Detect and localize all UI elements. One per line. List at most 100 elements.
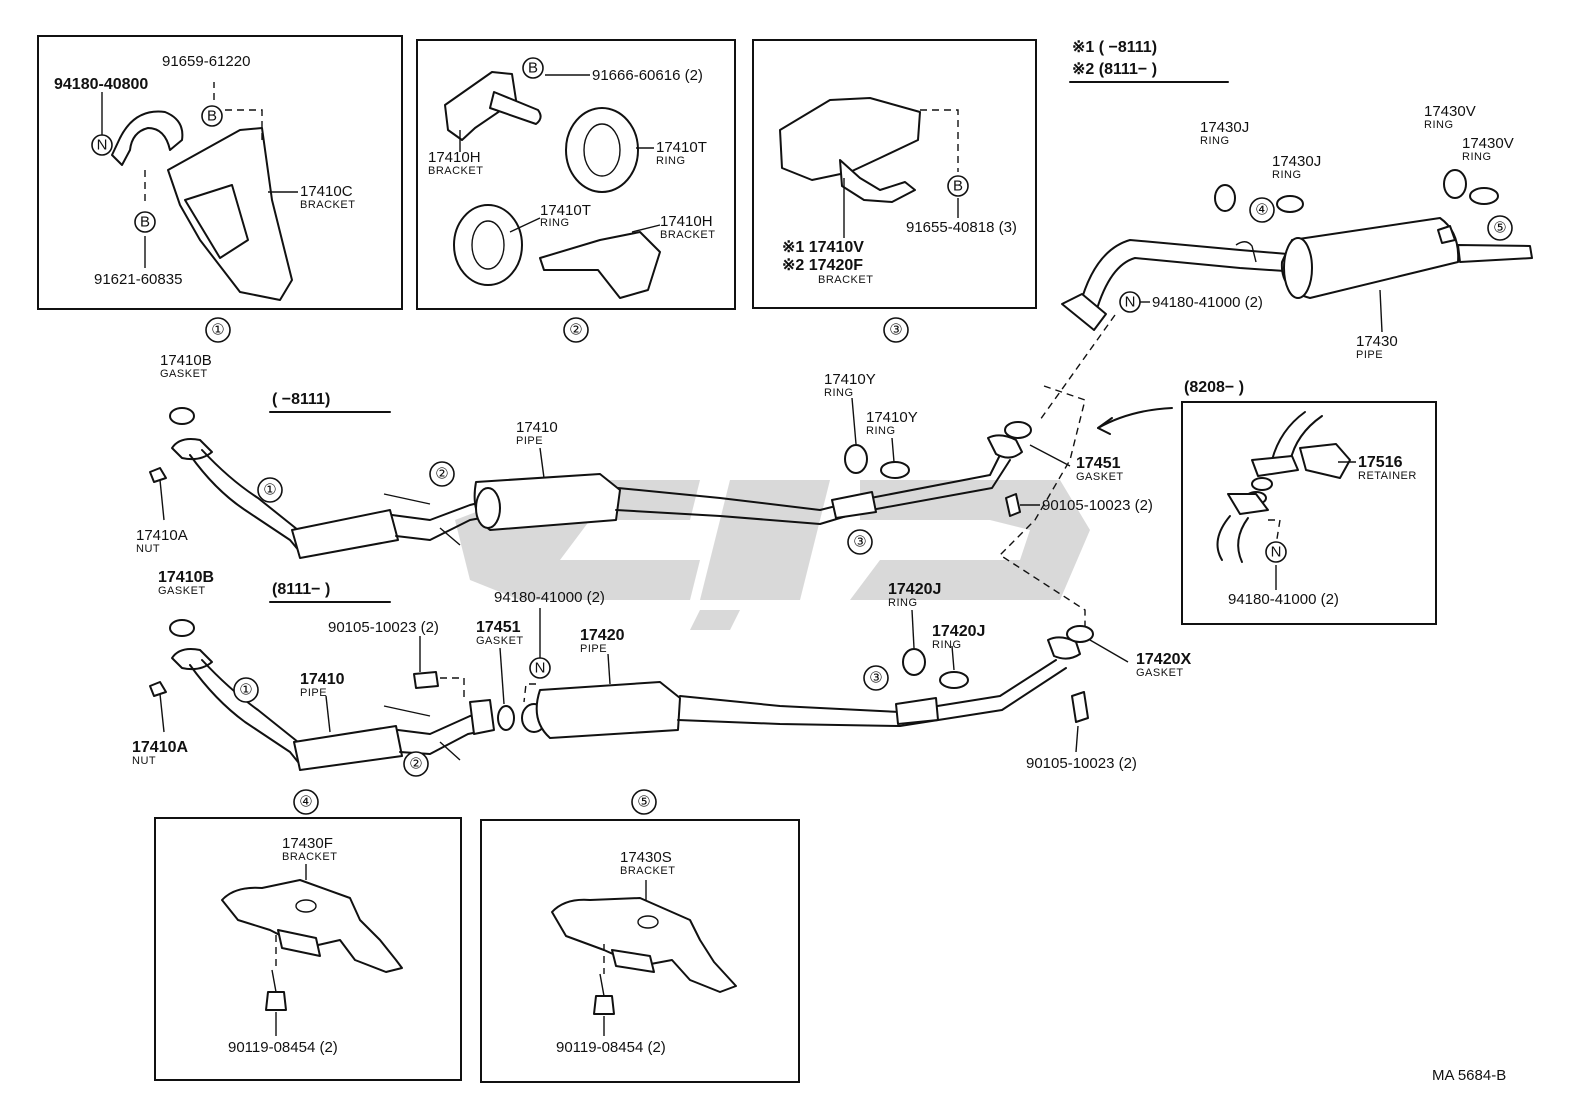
- part-number: 17451: [1076, 455, 1121, 472]
- bolt-letter: B: [528, 60, 538, 77]
- part-number: 91621-60835: [94, 271, 182, 288]
- part-number: 94180-41000 (2): [1152, 294, 1263, 311]
- part-type: BRACKET: [428, 165, 483, 177]
- part-number: 17451: [476, 619, 521, 636]
- detail-box-5: [480, 819, 800, 1083]
- part-number: 17410T: [540, 202, 591, 219]
- part-number: 17430: [1356, 333, 1398, 350]
- part-number: 17430S: [620, 849, 672, 866]
- part-number: 90119-08454 (2): [556, 1039, 666, 1056]
- part-number: 17410H: [428, 149, 481, 166]
- part-type: BRACKET: [818, 274, 873, 286]
- bolt-marker: [134, 211, 156, 233]
- callout: [205, 317, 231, 343]
- lower-exhaust-assembly: [149, 608, 1129, 771]
- bolt-letter: B: [140, 214, 150, 231]
- callout-text: ②: [435, 466, 448, 483]
- upper-exhaust-assembly: [149, 385, 1173, 630]
- callout-text: ②: [569, 322, 582, 339]
- bolt-marker: [201, 105, 223, 127]
- part-number: 91659-61220: [162, 53, 250, 70]
- nut-letter: N: [1271, 544, 1282, 561]
- part-number: 17430F: [282, 835, 333, 852]
- part-number: 17420J: [888, 581, 941, 598]
- part-type: NUT: [136, 543, 160, 555]
- nut-marker: [91, 134, 113, 156]
- part-number: 17430J: [1200, 119, 1249, 136]
- part-type: RING: [824, 387, 854, 399]
- bolt-letter: B: [207, 108, 217, 125]
- callout: [403, 751, 429, 777]
- part-number: 17420X: [1136, 651, 1191, 668]
- part-type: RING: [540, 217, 570, 229]
- nut-marker: [1119, 291, 1141, 313]
- callout: [563, 317, 589, 343]
- part-type: RING: [1200, 135, 1230, 147]
- tail-pipe-assembly: [1039, 169, 1533, 421]
- part-number: 17410: [516, 419, 558, 436]
- part-number: ※2 17420F: [782, 257, 863, 274]
- bolt-marker: [522, 57, 544, 79]
- callout-text: ④: [299, 794, 312, 811]
- part-type: RING: [1272, 169, 1302, 181]
- part-type: PIPE: [580, 643, 607, 655]
- part-type: RING: [888, 597, 918, 609]
- part-number: 17410B: [158, 569, 214, 586]
- note-1: ※1 ( −8111): [1072, 39, 1157, 56]
- part-number: 17410C: [300, 183, 353, 200]
- part-type: RING: [656, 155, 686, 167]
- part-number: 17410: [300, 671, 345, 688]
- callout: [1487, 215, 1513, 241]
- inset-box: [1181, 401, 1437, 625]
- part-type: GASKET: [158, 585, 206, 597]
- callout-text: ②: [409, 756, 422, 773]
- bracket-plate: [184, 184, 249, 259]
- part-number: 94180-41000 (2): [494, 589, 605, 606]
- part-type: GASKET: [1136, 667, 1184, 679]
- part-type: GASKET: [160, 368, 208, 380]
- part-number: 90105-10023 (2): [1042, 497, 1153, 514]
- nut-letter: N: [535, 660, 546, 677]
- callout-text: ③: [869, 670, 882, 687]
- part-number: 17430V: [1424, 103, 1476, 120]
- part-number: 90105-10023 (2): [328, 619, 439, 636]
- part-number: 17410A: [132, 739, 188, 756]
- part-type: RETAINER: [1358, 470, 1417, 482]
- detail-box-3: [752, 39, 1037, 309]
- detail-box-1: [37, 35, 403, 310]
- callout: [233, 677, 259, 703]
- part-type: PIPE: [1356, 349, 1383, 361]
- callout: [257, 477, 283, 503]
- part-number: 90119-08454 (2): [228, 1039, 338, 1056]
- callout-text: ③: [889, 322, 902, 339]
- part-type: RING: [1462, 151, 1492, 163]
- range-lower: (8111− ): [272, 581, 330, 598]
- callout: [631, 789, 657, 815]
- callout: [847, 529, 873, 555]
- range-upper: ( −8111): [272, 391, 330, 408]
- diagram-code: MA 5684-B: [1432, 1067, 1506, 1084]
- callout-text: ①: [263, 482, 276, 499]
- range-inset: (8208− ): [1184, 379, 1244, 396]
- part-number: 17410H: [660, 213, 713, 230]
- part-number: ※1 17410V: [782, 239, 864, 256]
- part-number: 91666-60616 (2): [592, 67, 703, 84]
- part-number: 17410T: [656, 139, 707, 156]
- callout: [883, 317, 909, 343]
- part-number: 17420: [580, 627, 625, 644]
- part-number: 17420J: [932, 623, 985, 640]
- callout: [293, 789, 319, 815]
- callout-text: ⑤: [637, 794, 650, 811]
- detail-box-2: [416, 39, 736, 310]
- part-type: PIPE: [300, 687, 327, 699]
- callout-text: ③: [853, 534, 866, 551]
- callout-text: ④: [1255, 202, 1268, 219]
- callout-text: ①: [239, 682, 252, 699]
- nut-marker: [529, 657, 551, 679]
- nut-letter: N: [1125, 294, 1136, 311]
- part-number: 17430J: [1272, 153, 1321, 170]
- part-type: BRACKET: [282, 851, 337, 863]
- part-number: 94180-41000 (2): [1228, 591, 1339, 608]
- bolt-letter: B: [953, 178, 963, 195]
